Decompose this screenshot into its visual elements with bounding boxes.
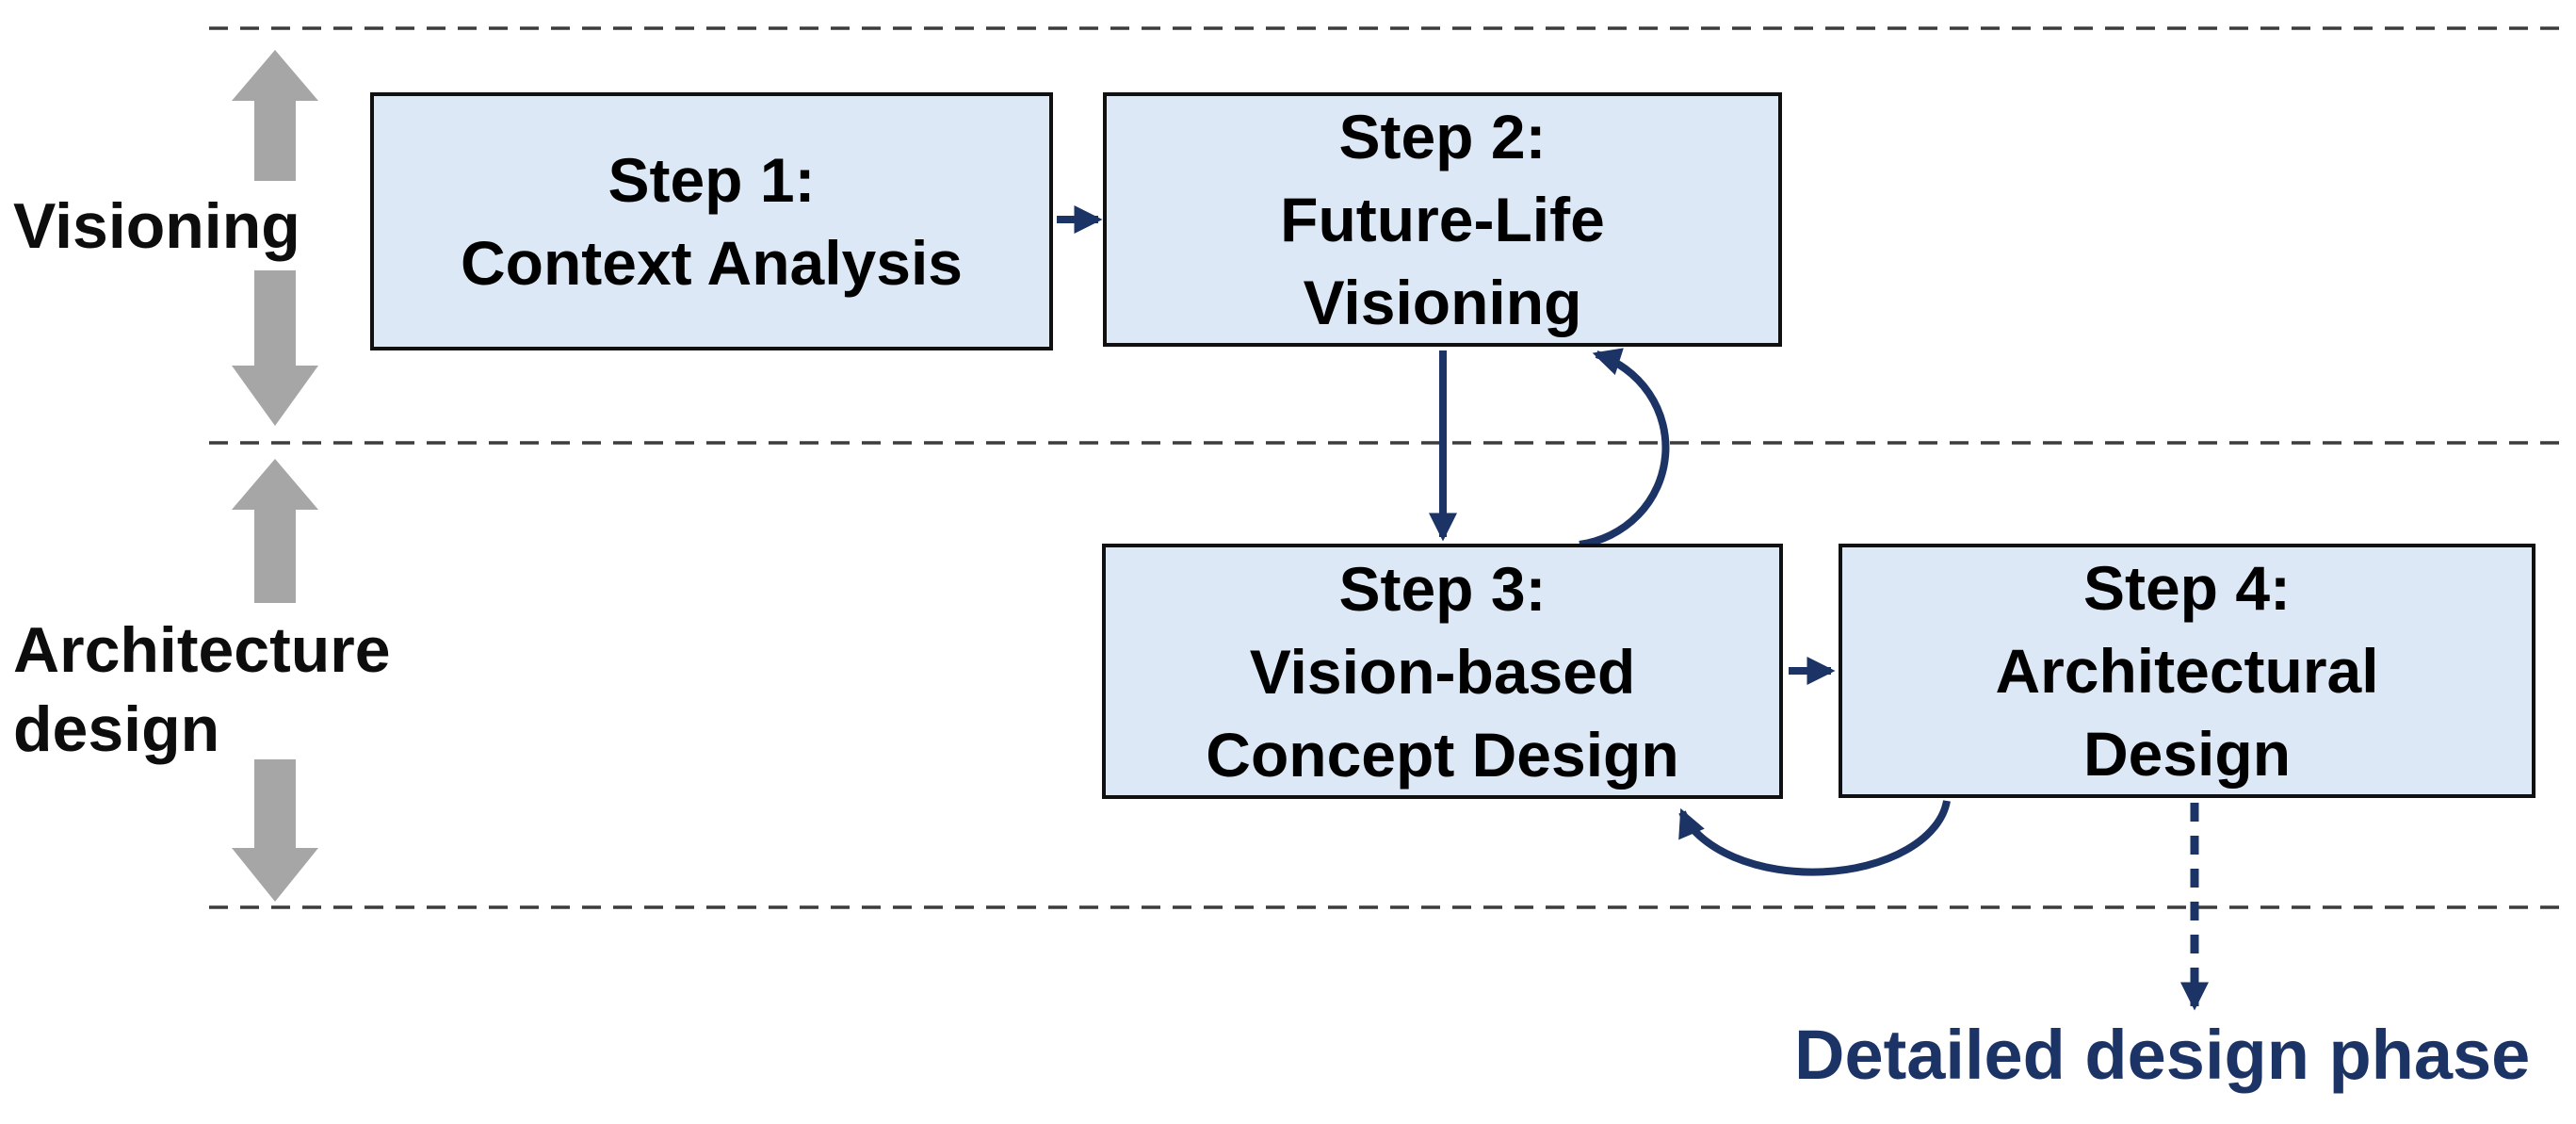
step-2-box: Step 2: Future-Life Visioning — [1103, 92, 1782, 347]
gray-up-arrow-icon — [232, 50, 318, 181]
gray-up-arrow-icon — [232, 459, 318, 603]
feedback-arc-step3-to-step2 — [1579, 348, 1670, 548]
step-title: Step 3: — [1338, 553, 1547, 624]
step-3-box: Step 3: Vision-based Concept Design — [1102, 544, 1783, 799]
step-title: Step 1: — [608, 145, 816, 215]
detailed-design-phase-label: Detailed design phase — [1794, 1016, 2531, 1094]
step-subtitle: Future-Life — [1280, 185, 1605, 254]
phase-label-line: Visioning — [13, 190, 300, 262]
step-subtitle: Vision-based — [1249, 636, 1636, 707]
step-title: Step 4: — [2082, 553, 2292, 623]
step-4-box: Step 4: Architectural Design — [1839, 544, 2535, 798]
step-title: Step 2: — [1338, 102, 1547, 171]
gray-down-arrow-icon — [232, 759, 318, 902]
gray-down-arrow-icon — [232, 270, 318, 426]
phase-label-line: Architecture — [13, 614, 391, 686]
step-subtitle: Architectural — [1995, 636, 2379, 706]
phase-label-visioning: Visioning — [13, 187, 300, 266]
phase-label-architecture-design: Architecture design — [13, 611, 391, 769]
phase-label-line: design — [13, 693, 220, 765]
step-1-box: Step 1: Context Analysis — [370, 92, 1053, 350]
step-subtitle: Context Analysis — [460, 228, 964, 298]
feedback-arc-step4-to-step3 — [1678, 800, 1951, 876]
step-subtitle: Design — [2082, 719, 2292, 789]
step-subtitle: Concept Design — [1206, 719, 1679, 790]
step-subtitle: Visioning — [1303, 268, 1582, 337]
